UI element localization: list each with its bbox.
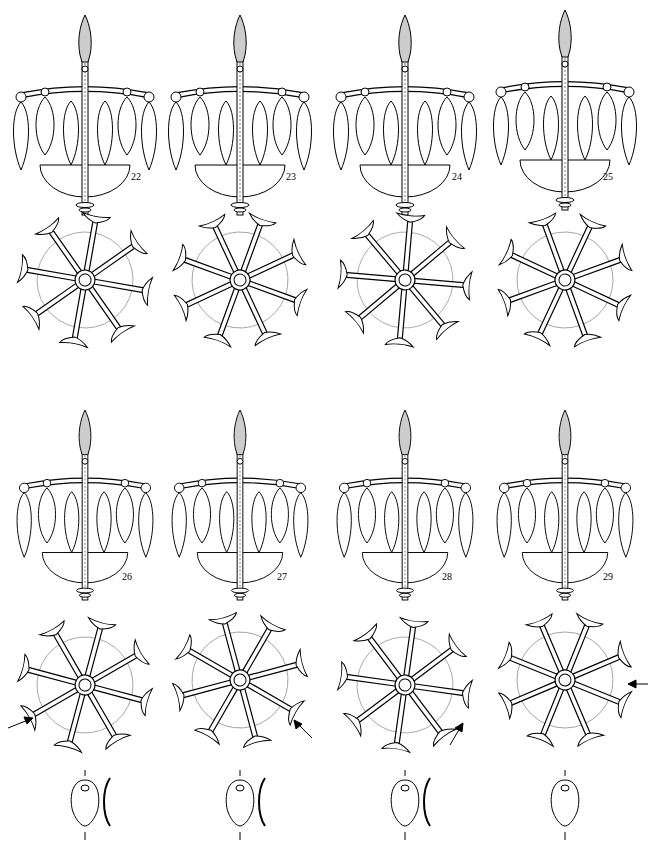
figure-number: 26 bbox=[122, 572, 132, 582]
figure-number: 23 bbox=[286, 172, 296, 182]
figure-number: 22 bbox=[131, 172, 141, 182]
figure-number: 28 bbox=[442, 572, 452, 582]
figure-number: 27 bbox=[277, 572, 287, 582]
figure-number: 24 bbox=[452, 172, 462, 182]
figure-number: 25 bbox=[603, 172, 613, 182]
figure-number: 29 bbox=[603, 572, 613, 582]
